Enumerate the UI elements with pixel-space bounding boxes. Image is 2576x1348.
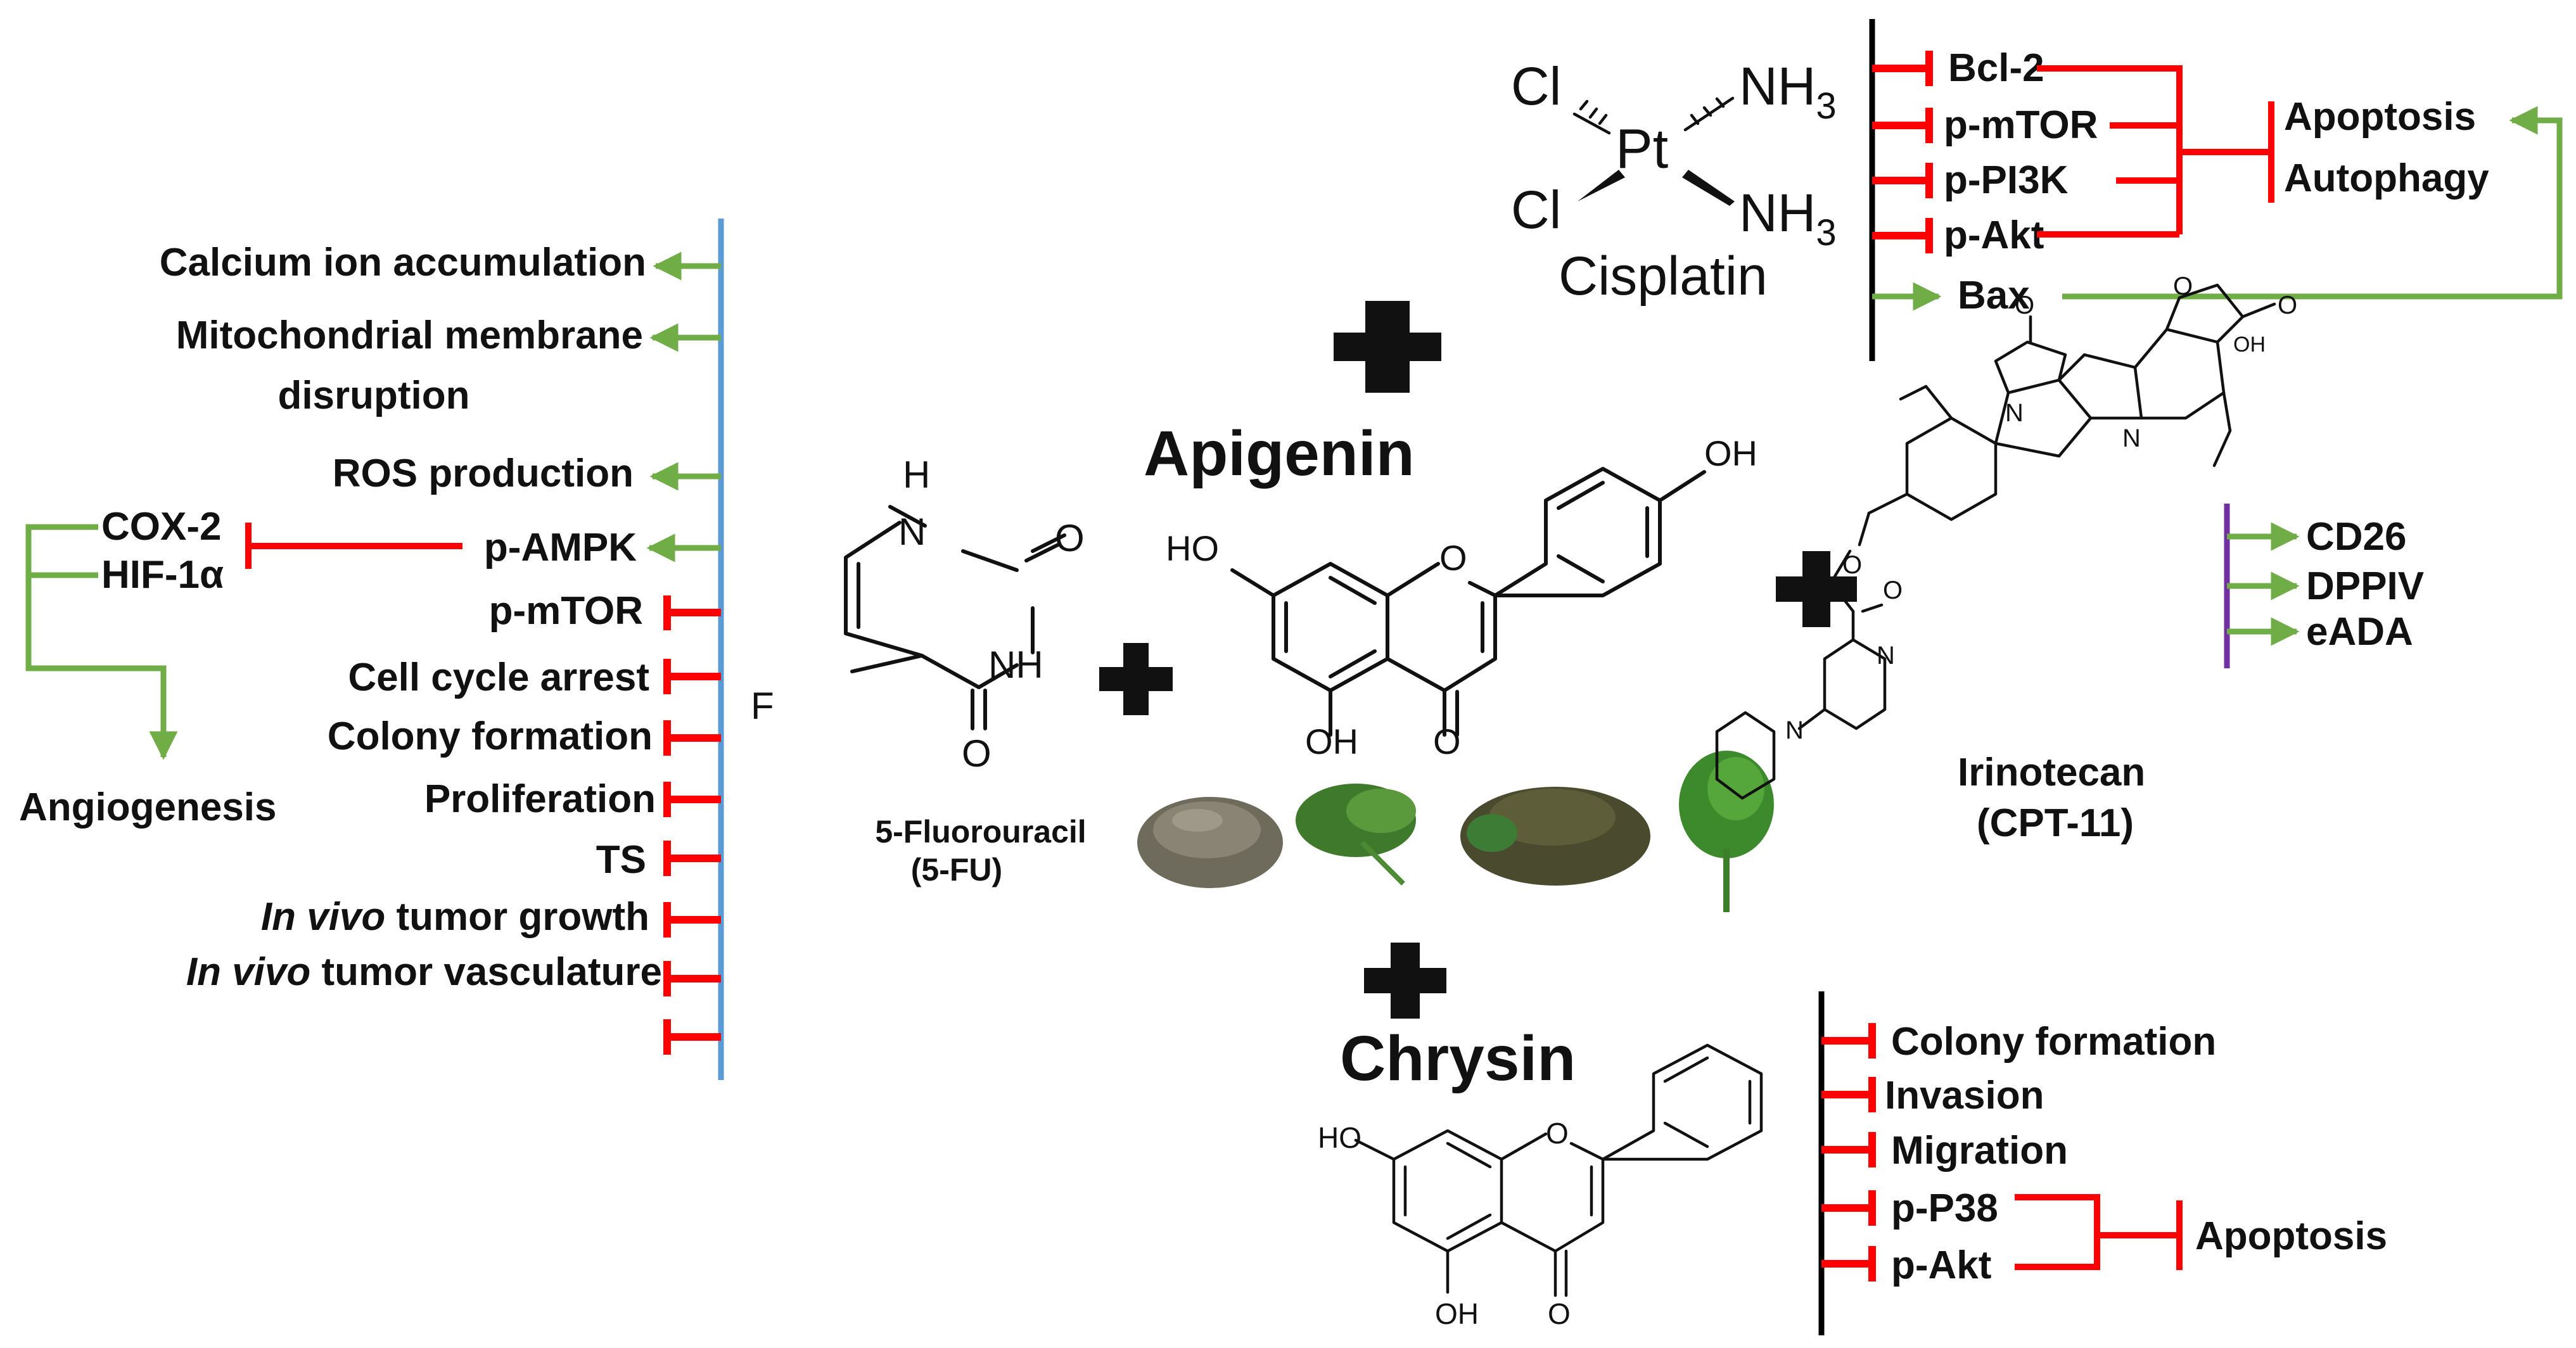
cox2-to-angiogenesis [25,524,178,760]
svg-text:N: N [1785,716,1804,744]
fluorouracil-name: 5-Fluorouracil [875,814,1086,849]
svg-text:NH3: NH3 [1739,183,1837,253]
chrysin-p-p38: p-P38 [1891,1186,1998,1230]
svg-text:O: O [1055,517,1085,559]
ampk-inhibits-cox2 [245,523,462,569]
cisplatin-bax: Bax [1958,274,2030,317]
effect-disruption: disruption [277,374,469,417]
cisplatin-structure: Cl Cl Pt NH3 NH3 Cisplatin [1511,56,1837,307]
effect-ros: ROS production [333,452,634,495]
fluorouracil-inhibition-bars [663,595,721,1055]
fluorouracil-group: H N O NH F O 5-Fluorouracil (5-FU) Calci… [19,219,1087,1080]
svg-text:Cl: Cl [1511,56,1561,116]
svg-text:NH: NH [988,644,1043,686]
angiogenesis-label: Angiogenesis [19,785,277,829]
irinotecan-eada: eADA [2306,610,2413,654]
svg-text:O: O [2173,272,2193,300]
chrysin-bracket [2015,1194,2183,1270]
bax-to-apoptosis-arrow [2062,106,2563,300]
svg-text:OH: OH [1435,1297,1479,1330]
svg-text:Pt: Pt [1616,117,1668,180]
effect-colony: Colony formation [328,715,653,758]
plus-icon-5fu [1099,643,1173,715]
svg-text:HO: HO [1318,1121,1361,1154]
plus-icon-cisplatin [1334,301,1441,393]
hif1a-label: HIF-1α [101,553,224,597]
herb-pile-mixed [1460,787,1650,886]
svg-text:N: N [2005,399,2024,427]
svg-text:O: O [1546,1117,1569,1150]
effect-cell-cycle: Cell cycle arrest [348,656,649,699]
svg-text:O: O [1883,576,1903,604]
effect-p-mtor: p-mTOR [489,589,643,633]
effect-calcium: Calcium ion accumulation [160,241,646,284]
chrysin-migration: Migration [1891,1129,2068,1173]
fluorouracil-structure: H N O NH F O [751,454,1085,775]
chrysin-group: Chrysin HO O OH O Colony formation In [1318,991,2387,1335]
cisplatin-autophagy: Autophagy [2284,156,2489,200]
cisplatin-p-pi3k: p-PI3K [1944,158,2069,202]
plus-icon-irinotecan [1776,551,1857,627]
effect-in-vivo-growth: In vivo tumor growth [261,895,649,939]
effect-mitochondrial: Mitochondrial membrane [176,314,643,357]
irinotecan-abbrev: (CPT-11) [1977,801,2134,845]
cisplatin-p-mtor: p-mTOR [1944,103,2098,147]
apigenin-structure: O OH HO OH O [1166,433,1757,761]
fluorouracil-effect-list: Calcium ion accumulation Mitochondrial m… [160,241,662,994]
irinotecan-group: O O O OH N N O O N N Irinotecan (CPT-11)… [1715,272,2424,845]
cisplatin-bcl2: Bcl-2 [1948,46,2044,90]
svg-text:Cl: Cl [1511,180,1561,239]
svg-text:O: O [1433,722,1461,761]
irinotecan-dppiv: DPPIV [2306,564,2424,608]
effect-ts: TS [596,838,646,882]
cisplatin-inhibition-bars [1872,51,1933,253]
svg-text:OH: OH [1305,722,1358,761]
svg-text:O: O [1548,1297,1571,1330]
irinotecan-structure: O O O OH N N O O N N [1715,272,2297,800]
svg-text:O: O [962,732,992,775]
cox2-label: COX-2 [101,505,221,549]
cisplatin-apoptosis: Apoptosis [2284,95,2476,139]
herb-pile-dark [1137,797,1283,888]
svg-text:O: O [2015,291,2034,319]
effect-p-ampk: p-AMPK [484,526,637,569]
svg-text:O: O [1439,538,1467,578]
chrysin-structure: HO O OH O [1318,1043,1763,1330]
chrysin-apoptosis: Apoptosis [2195,1214,2387,1258]
cisplatin-group: Cl Cl Pt NH3 NH3 Cisplatin Bcl-2 p-mTOR … [1511,19,2563,361]
fluorouracil-abbrev: (5-FU) [911,852,1002,887]
chrysin-invasion: Invasion [1885,1074,2044,1117]
irinotecan-activation-arrows [2227,522,2300,646]
irinotecan-cd26: CD26 [2306,515,2407,559]
svg-text:OH: OH [1704,433,1757,473]
parsley-bunch [1679,751,1774,912]
svg-text:HO: HO [1166,528,1219,568]
fluorouracil-activation-arrows [646,251,721,563]
effect-proliferation: Proliferation [424,777,656,821]
svg-text:N: N [1877,642,1895,670]
svg-text:NH3: NH3 [1739,56,1837,127]
chrysin-colony: Colony formation [1891,1020,2216,1064]
apigenin-title: Apigenin [1144,418,1415,489]
irinotecan-name: Irinotecan [1958,751,2145,794]
svg-text:O: O [1842,551,1862,579]
svg-text:H: H [903,454,930,496]
svg-text:F: F [751,685,774,727]
cisplatin-p-akt: p-Akt [1944,213,2044,257]
plus-icon-chrysin [1364,943,1446,1019]
chrysin-inhibition-bars [1821,1023,1876,1281]
apigenin-group: Apigenin O OH HO OH O [1137,418,1774,912]
cisplatin-bracket [2037,65,2274,238]
svg-text:N: N [898,511,926,553]
chrysin-title: Chrysin [1340,1023,1576,1094]
cisplatin-name: Cisplatin [1559,246,1768,307]
cisplatin-targets: Bcl-2 p-mTOR p-PI3K p-Akt Bax Apoptosis … [1944,46,2489,317]
svg-text:OH: OH [2233,333,2266,357]
chrysin-p-akt: p-Akt [1891,1243,1991,1287]
herb-leaf-green [1296,784,1416,886]
svg-text:N: N [2122,424,2141,452]
svg-text:O: O [2278,291,2297,319]
effect-in-vivo-vasculature: In vivo tumor vasculature [186,950,662,994]
